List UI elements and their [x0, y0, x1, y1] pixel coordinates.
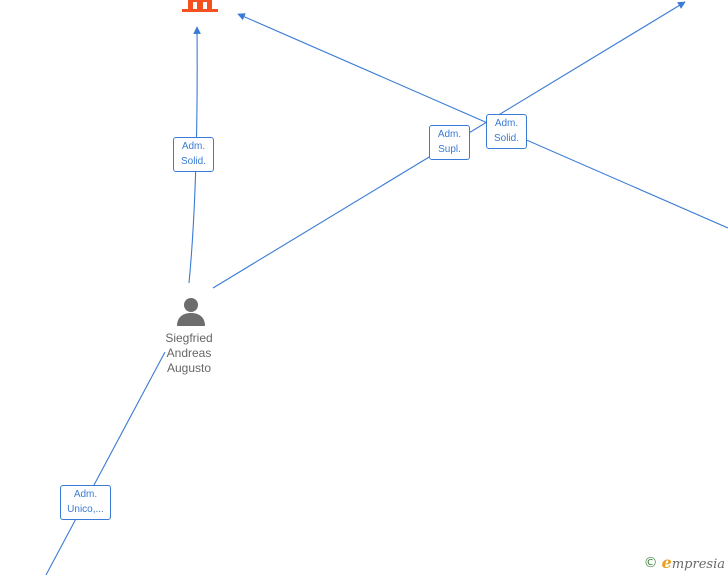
brand-name: mpresia: [671, 557, 725, 572]
edge-bottom-to-person: [45, 351, 166, 575]
person-name[interactable]: Siegfried Andreas Augusto: [150, 331, 228, 376]
person-icon[interactable]: [175, 296, 207, 328]
empresia-watermark: © empresia: [644, 553, 725, 572]
edge-label-line: Supl.: [438, 144, 461, 155]
copyright-icon: ©: [643, 554, 658, 571]
brand-e-mark: e: [661, 553, 672, 572]
edge-label-adm-solid-right[interactable]: Adm. Solid.: [486, 114, 527, 149]
edge-person-to-company: [188, 26, 201, 284]
person-name-line: Augusto: [166, 361, 212, 375]
building-icon[interactable]: [182, 0, 218, 14]
edge-label-line: Adm.: [181, 141, 206, 152]
person-name-line: Siegfried: [165, 331, 213, 345]
edge-label-line: Adm.: [73, 489, 98, 500]
edge-label-adm-solid-left[interactable]: Adm. Solid.: [173, 137, 214, 172]
edge-label-adm-supl[interactable]: Adm. Supl.: [429, 125, 470, 160]
edge-label-line: Solid.: [493, 133, 519, 144]
edge-right-to-company: [237, 13, 728, 229]
edge-label-line: Adm.: [494, 118, 519, 129]
edge-label-adm-unico[interactable]: Adm. Unico,...: [60, 485, 111, 520]
person-name-line: Andreas: [166, 346, 212, 360]
edge-label-line: Adm.: [437, 129, 462, 140]
edge-label-line: Solid.: [180, 156, 206, 167]
edge-label-line: Unico,...: [67, 504, 104, 515]
